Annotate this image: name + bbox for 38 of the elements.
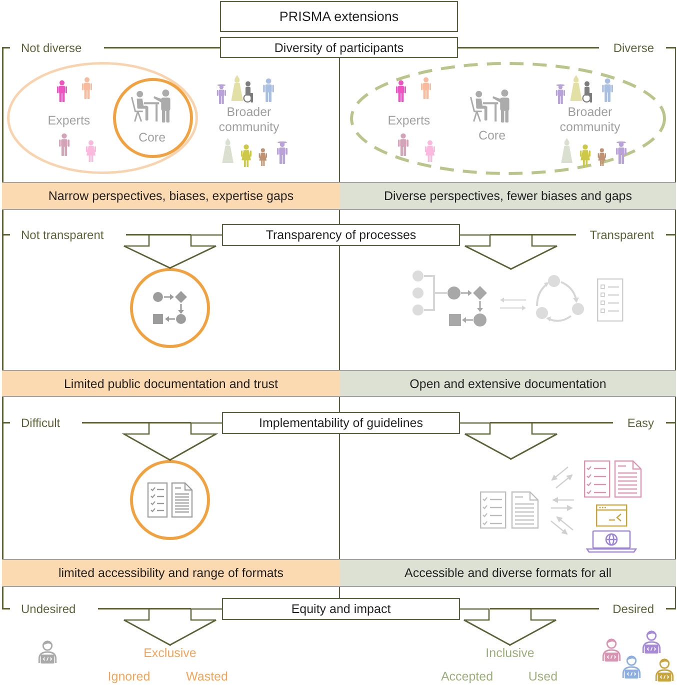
section-frame	[340, 210, 676, 397]
summary-banner: Limited public documentation and trust	[2, 370, 340, 397]
outcome-label: Exclusive	[135, 645, 205, 661]
group-label: Experts	[388, 114, 430, 128]
summary-banner: Narrow perspectives, biases, expertise gaps	[2, 182, 340, 210]
experts-ellipse	[7, 62, 198, 174]
summary-banner: limited accessibility and range of formats	[2, 559, 340, 587]
title-box: PRISMA extensions	[220, 1, 458, 32]
hollow-arrow	[122, 422, 222, 462]
header-box: Diversity of participants	[220, 37, 458, 58]
outcome-label: Wasted	[186, 670, 228, 684]
group-label: Core	[138, 130, 166, 146]
group-label: Broader community	[218, 105, 280, 135]
summary-banner: Open and extensive documentation	[340, 370, 676, 397]
highlight-circle	[130, 460, 210, 540]
outcome-label: Ignored	[108, 670, 150, 684]
dashed-ellipse	[350, 62, 666, 175]
group-label: Core	[478, 128, 506, 144]
header-box: Implementability of guidelines	[222, 412, 460, 434]
core-circle	[113, 78, 193, 158]
hollow-arrow	[460, 422, 558, 460]
group-label: Experts	[48, 114, 90, 128]
summary-banner: Diverse perspectives, fewer biases and gaps	[340, 182, 676, 210]
document-formats-illustration	[478, 459, 643, 554]
section-frame	[2, 210, 340, 397]
group-label: Broader community	[558, 105, 622, 135]
hollow-arrow	[460, 234, 558, 270]
outcome-label: Inclusive	[475, 645, 545, 661]
hollow-arrow	[123, 608, 222, 646]
hollow-arrow	[123, 234, 222, 270]
outcome-label: Accepted	[440, 670, 494, 684]
summary-banner: Accessible and diverse formats for all	[340, 559, 676, 587]
outcome-label: Used	[528, 670, 558, 684]
workflow-illustration	[411, 269, 625, 327]
highlight-circle	[130, 268, 210, 348]
hollow-arrow	[460, 608, 557, 646]
header-box: Equity and impact	[222, 598, 460, 620]
header-box: Transparency of processes	[222, 224, 460, 246]
